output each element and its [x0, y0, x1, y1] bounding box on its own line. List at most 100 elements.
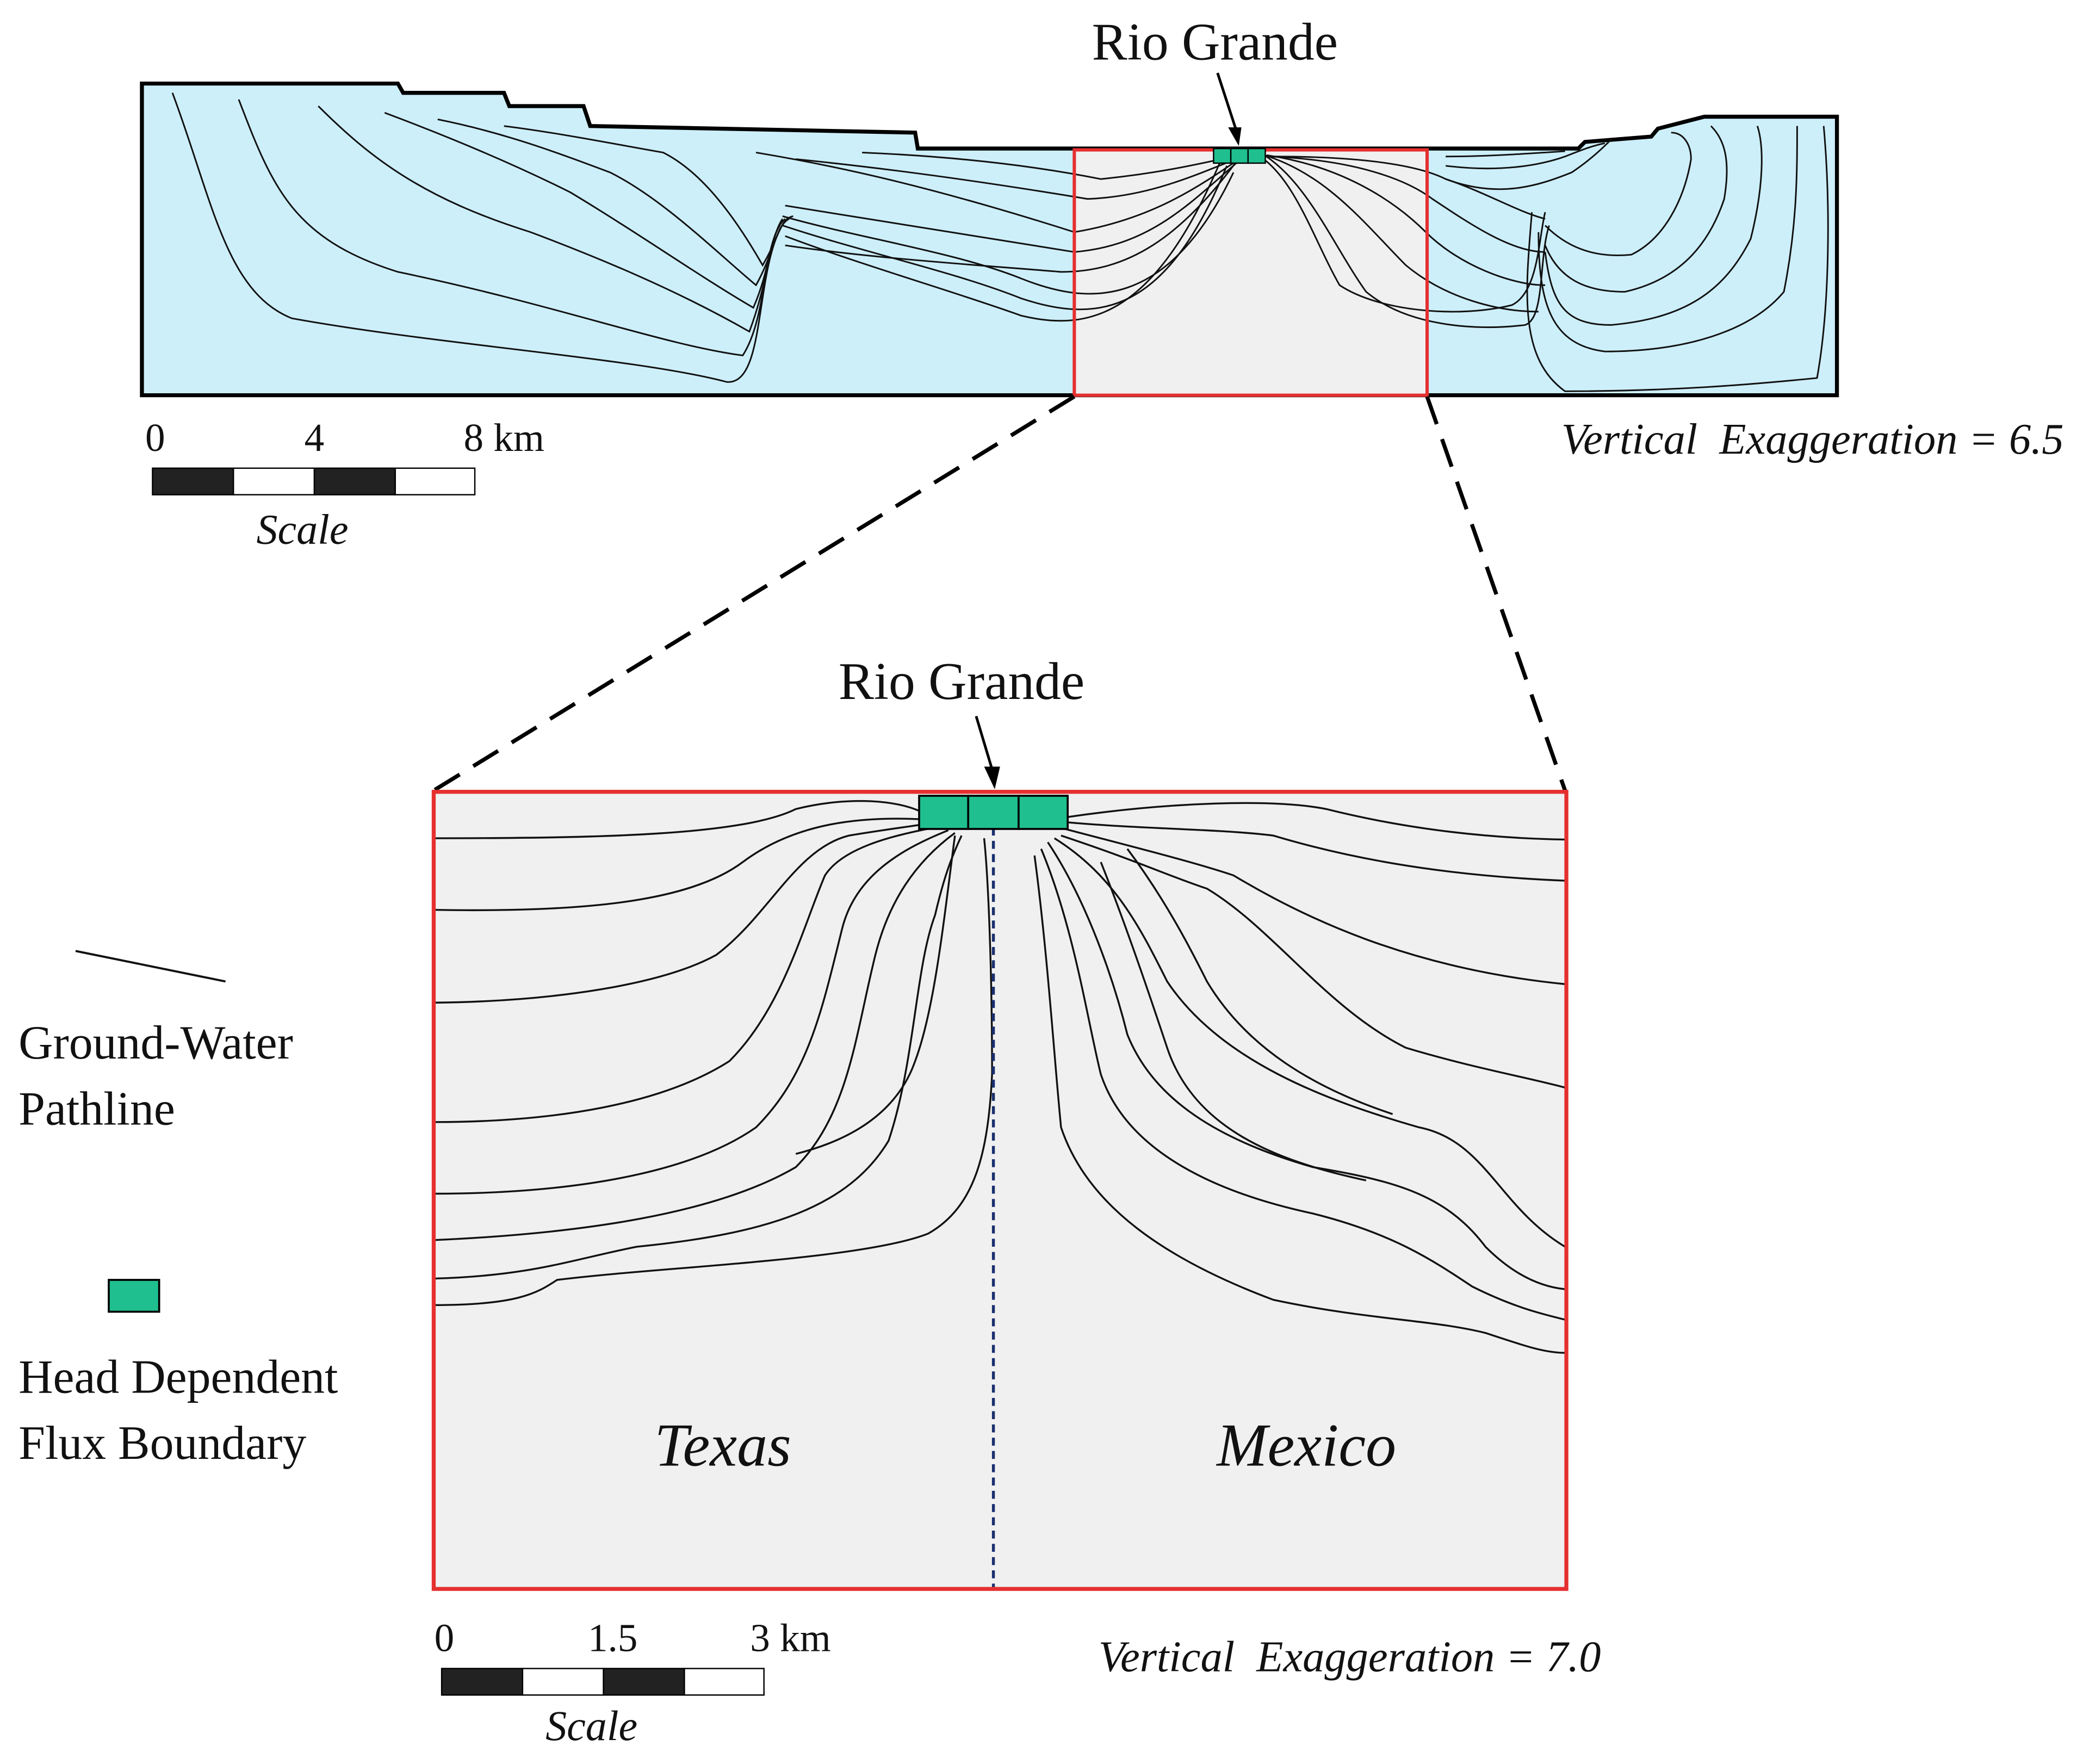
pathline — [1545, 132, 1692, 256]
pathline — [433, 818, 929, 912]
pathline — [785, 161, 1221, 322]
scale-tick: 0 — [145, 416, 165, 460]
pathline — [433, 838, 993, 1307]
pathline — [1526, 126, 1829, 392]
connector-left — [432, 394, 1076, 793]
river-boundary-cells-top — [1213, 147, 1266, 164]
pathline — [1100, 862, 1367, 1181]
scale-segment — [313, 467, 396, 496]
pathline — [238, 99, 781, 357]
pathline — [755, 151, 1248, 233]
boundary-cell — [1247, 147, 1266, 164]
pathline — [1253, 152, 1546, 313]
zoom-connector-lines — [432, 394, 1567, 793]
scale-segment — [441, 1668, 524, 1696]
pathline — [862, 151, 1253, 180]
scale-bar-top: 0 4 8 km Scale — [145, 416, 544, 553]
pathline — [1273, 156, 1546, 220]
zoom-panel-border — [431, 790, 1568, 1591]
legend-boundary-label: Head Dependent — [18, 1350, 338, 1403]
vertical-exaggeration-top: Vertical Exaggeration = 6.5 — [1561, 415, 2064, 463]
pathline — [1445, 142, 1605, 170]
pathline — [1544, 126, 1763, 326]
pathline — [1445, 138, 1613, 190]
boundary-cell — [1230, 147, 1249, 164]
pathline — [1266, 154, 1546, 286]
scale-tick: 3 km — [750, 1616, 830, 1660]
pathline — [171, 92, 777, 383]
boundary-cell — [918, 795, 970, 830]
pathline — [433, 825, 942, 1123]
zoomed-cross-section: Rio Grande Texas Mexico 0 1.5 3 km Scale… — [431, 652, 1601, 1749]
scale-segment — [684, 1668, 765, 1696]
scale-segment — [232, 467, 315, 496]
pathline — [1446, 150, 1565, 158]
regional-cross-section: Rio Grande 0 4 8 km Scale Vertical Exagg… — [140, 13, 2064, 553]
pathline — [1067, 802, 1565, 841]
scale-segment — [522, 1668, 604, 1696]
boundary-cell — [1018, 795, 1069, 830]
river-pointer-arrow-zoom — [975, 716, 1000, 789]
pathline — [1544, 125, 1728, 293]
scale-tick: 4 — [305, 416, 325, 460]
scale-segment — [603, 1668, 685, 1696]
pathline — [433, 832, 956, 1241]
pathline — [1064, 828, 1565, 985]
scale-tick: 8 km — [464, 416, 544, 460]
pathline — [384, 112, 786, 309]
pathline — [318, 106, 784, 333]
pathline — [1047, 841, 1565, 1290]
pathline — [1067, 821, 1565, 882]
pathline — [1266, 156, 1546, 253]
legend-pathline-label: Pathline — [18, 1082, 175, 1135]
pathline — [782, 165, 1228, 311]
pathline — [437, 119, 790, 287]
pathline — [796, 153, 1250, 200]
legend-pathline-symbol — [75, 950, 226, 983]
pathline — [1061, 834, 1566, 1089]
legend-pathline-label: Ground-Water — [18, 1016, 293, 1069]
pathline — [795, 835, 956, 1155]
boundary-cell — [1213, 147, 1232, 164]
river-pointer-arrow-top — [1216, 72, 1242, 146]
pathline — [785, 156, 1245, 253]
river-label-zoom: Rio Grande — [839, 652, 1084, 711]
texas-label: Texas — [654, 1412, 791, 1479]
pathline — [433, 835, 963, 1280]
pathline — [1537, 126, 1798, 352]
zoom-highlight-fill — [1074, 150, 1428, 395]
pathline — [1053, 837, 1566, 1248]
scale-bar-zoom: 0 1.5 3 km Scale — [435, 1616, 831, 1749]
zoom-panel-fill — [433, 791, 1567, 1589]
connector-right — [1425, 395, 1567, 791]
scale-segment — [394, 467, 476, 496]
pathline — [504, 125, 793, 267]
aquifer-body — [140, 81, 1839, 398]
river-label-top: Rio Grande — [1092, 13, 1338, 72]
legend-boundary-label: Flux Boundary — [18, 1416, 306, 1469]
vertical-exaggeration-zoom: Vertical Exaggeration = 7.0 — [1099, 1632, 1601, 1681]
legend-boundary-symbol — [108, 1279, 160, 1313]
legend: Ground-Water Pathline Head Dependent Flu… — [18, 950, 338, 1469]
pathline — [433, 821, 935, 1004]
boundary-cell — [967, 795, 1020, 830]
scale-tick: 1.5 — [588, 1616, 637, 1660]
pathline — [1260, 152, 1550, 329]
zoom-pathlines — [433, 800, 1566, 1354]
scale-tick: 0 — [435, 1616, 455, 1660]
regional-pathlines — [171, 92, 1829, 392]
pathline — [1260, 153, 1539, 313]
scale-label: Scale — [545, 1702, 637, 1749]
pathline — [782, 172, 1235, 295]
mexico-label: Mexico — [1216, 1412, 1396, 1479]
scale-segment — [152, 467, 234, 496]
pathline — [1040, 848, 1566, 1321]
pathline — [785, 156, 1241, 273]
pathline — [1126, 848, 1393, 1115]
pathline — [433, 800, 927, 839]
pathline — [1033, 855, 1565, 1354]
pathline — [433, 829, 949, 1195]
scale-label: Scale — [257, 506, 349, 553]
river-boundary-cells-zoom — [918, 795, 1069, 830]
